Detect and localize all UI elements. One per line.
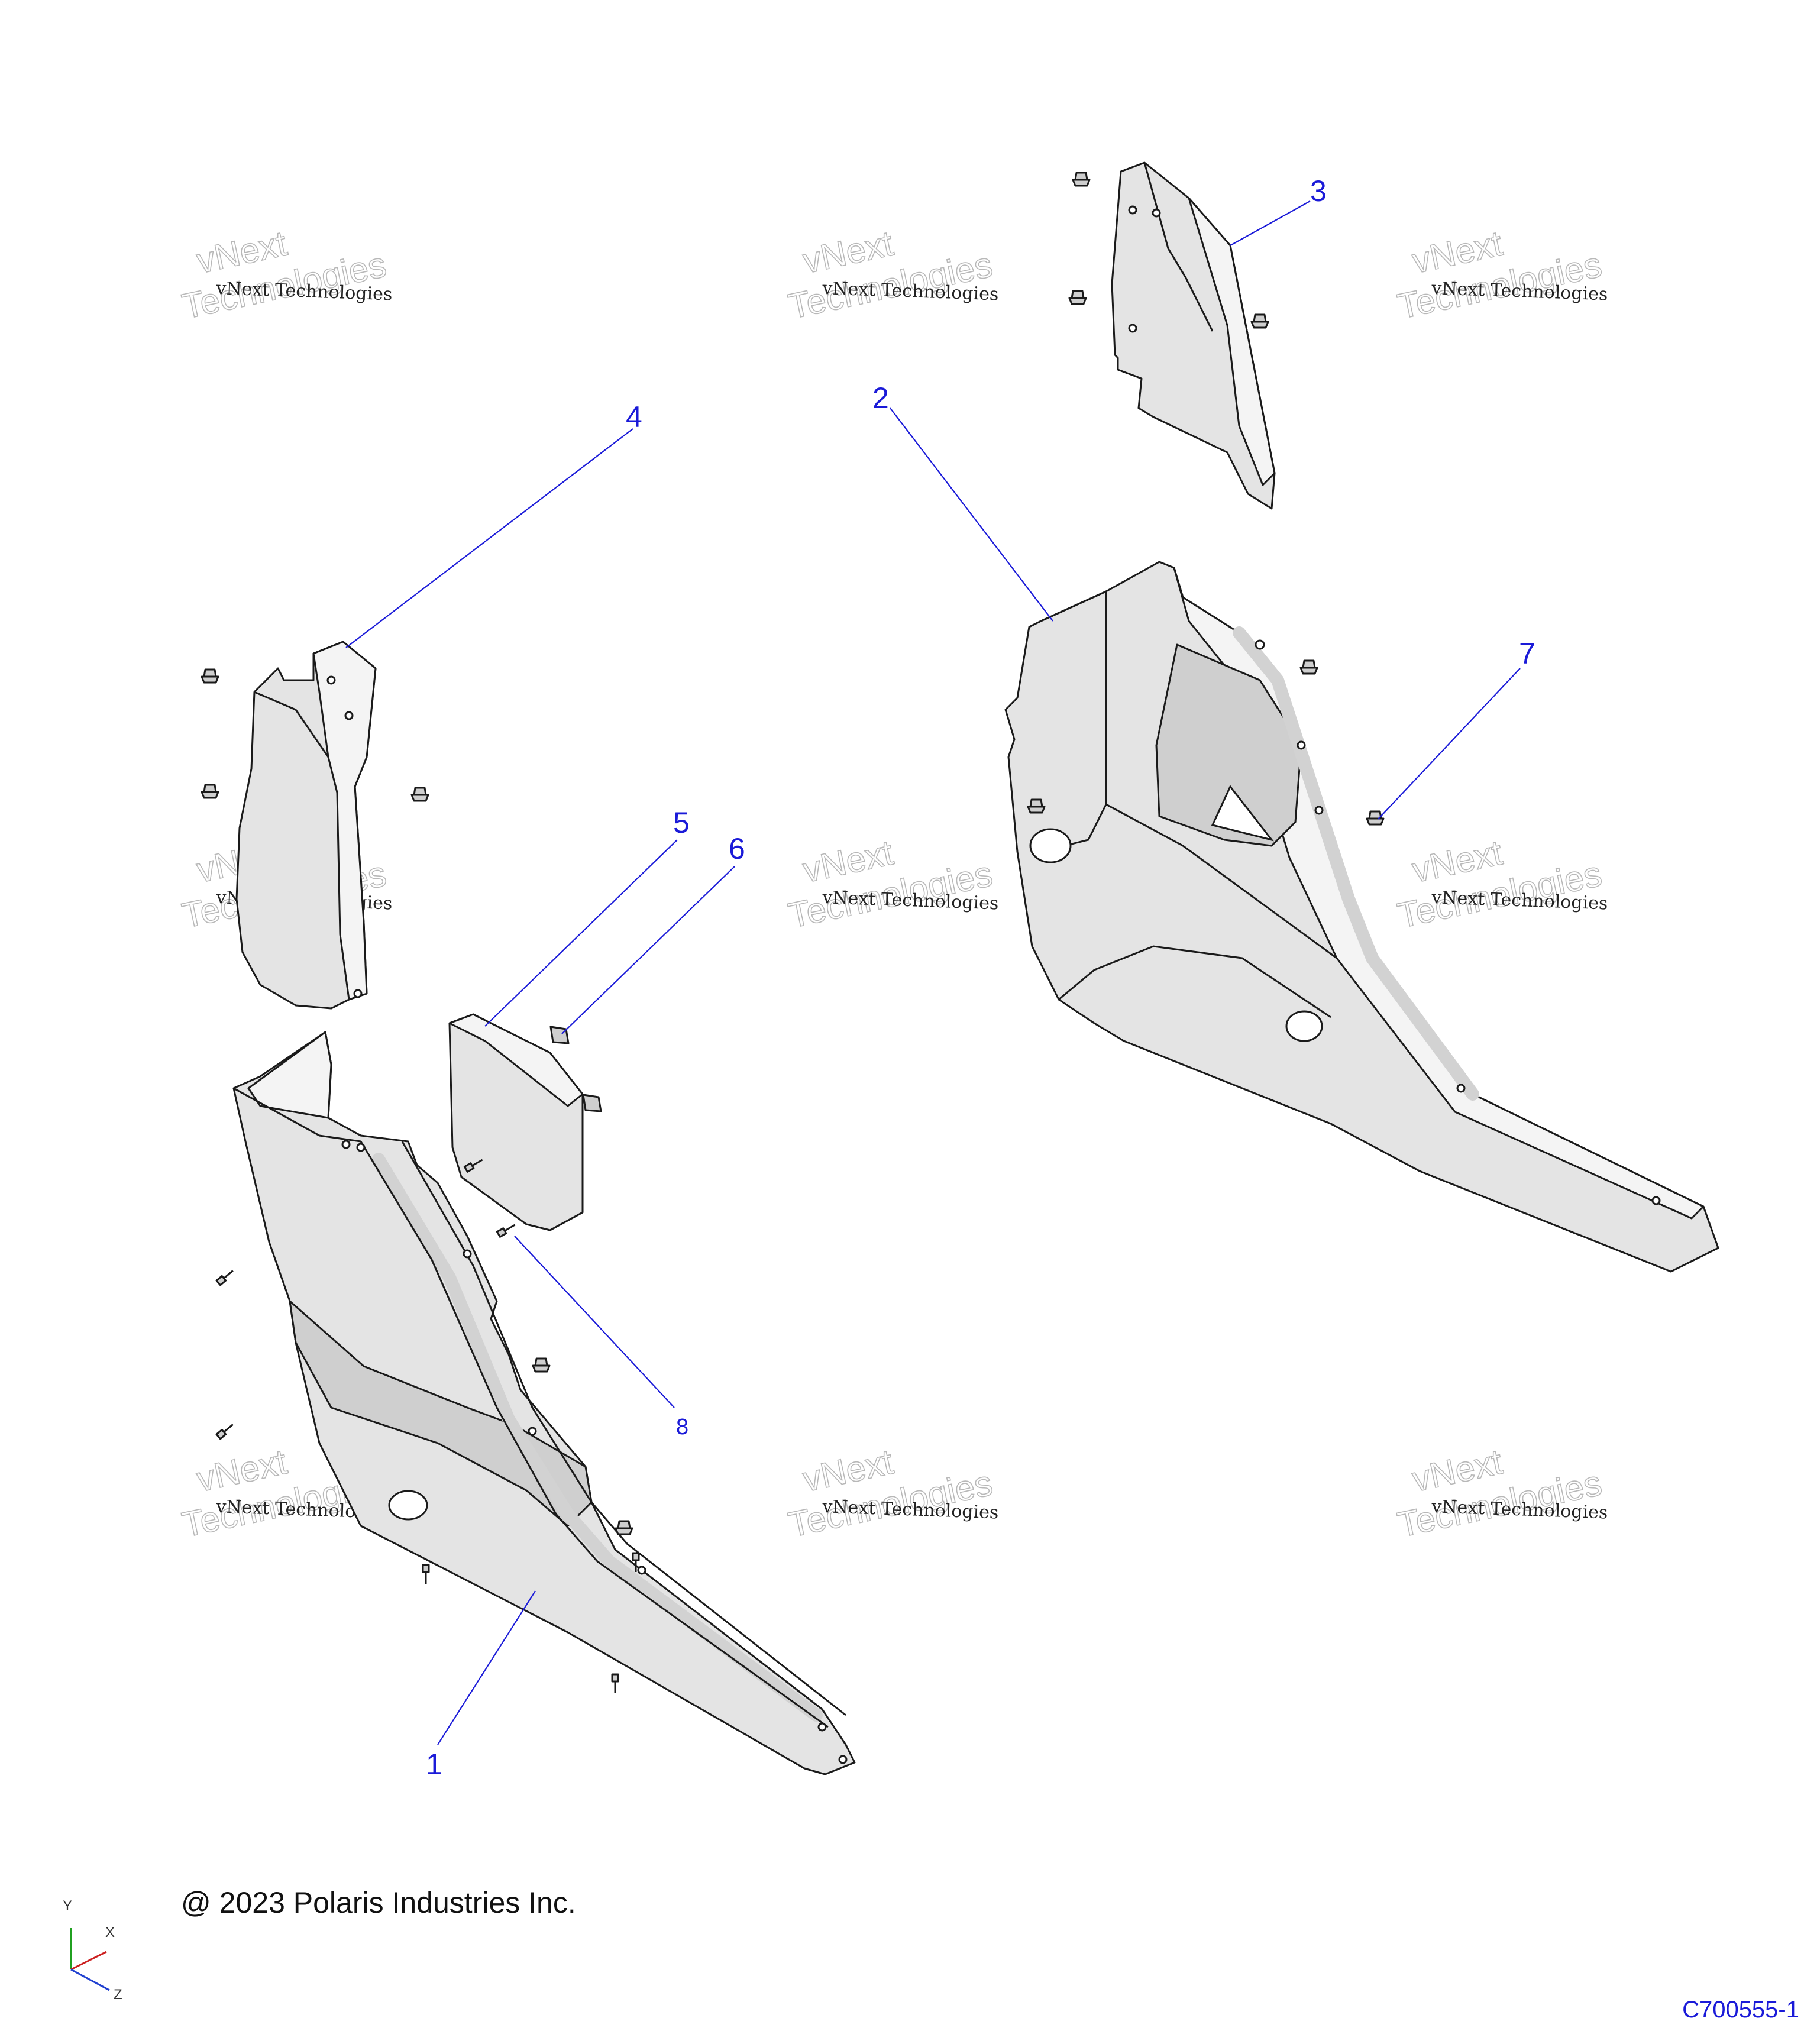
axis-x-label: X xyxy=(105,1925,115,1940)
clip-icon xyxy=(582,1094,602,1112)
push-rivet-icon xyxy=(615,1520,633,1535)
watermark-8: vNext Technologies vNext Technologies xyxy=(784,1441,999,1545)
part-2-side-panel-right xyxy=(1004,561,1719,1273)
screw-icon xyxy=(422,1564,430,1584)
axis-z-label: Z xyxy=(114,1987,122,2003)
part-6-clips xyxy=(549,1026,602,1112)
screw-icon xyxy=(632,1552,640,1572)
push-rivet-icon xyxy=(1299,659,1318,675)
watermark-6: vNext Technologies vNext Technologies xyxy=(1394,832,1608,936)
screw-icon xyxy=(611,1673,619,1693)
leader-4 xyxy=(345,428,633,648)
z-axis-line xyxy=(70,1968,110,1991)
callout-5: 5 xyxy=(673,806,690,839)
part-4-fasteners xyxy=(201,668,429,802)
leader-8 xyxy=(514,1236,675,1408)
leader-5 xyxy=(484,839,678,1027)
part-7-fastener-group xyxy=(1027,659,1385,826)
part-1-fasteners xyxy=(215,1159,640,1693)
copyright-notice: @ 2023 Polaris Industries Inc. xyxy=(181,1886,576,1919)
leader-6 xyxy=(561,866,735,1034)
screw-icon xyxy=(215,1270,234,1286)
leader-1 xyxy=(437,1590,536,1745)
watermark-3: vNext Technologies vNext Technologies xyxy=(1394,223,1608,327)
x-axis-line xyxy=(70,1951,107,1971)
callout-7: 7 xyxy=(1519,637,1535,670)
watermark-2: vNext Technologies vNext Technologies xyxy=(784,223,999,327)
push-rivet-icon xyxy=(1027,798,1046,814)
screw-icon xyxy=(215,1424,234,1440)
push-rivet-icon xyxy=(1366,810,1385,826)
watermark-1: vNext Technologies vNext Technologies xyxy=(178,223,393,327)
callout-labels: 1 2 3 4 5 6 7 8 xyxy=(426,174,1535,1781)
part-5-pad xyxy=(448,1013,584,1231)
push-rivet-icon xyxy=(201,784,219,799)
push-rivet-icon xyxy=(532,1357,551,1373)
axis-triad: Y X Z xyxy=(63,1898,122,2003)
push-rivet-icon xyxy=(410,787,429,802)
push-rivet-icon xyxy=(1072,172,1091,187)
screw-icon xyxy=(463,1159,483,1173)
part-3-fasteners xyxy=(1068,172,1269,329)
callout-6: 6 xyxy=(729,832,745,865)
push-rivet-icon xyxy=(1068,290,1087,305)
watermark-9: vNext Technologies vNext Technologies xyxy=(1394,1441,1608,1545)
clip-icon xyxy=(549,1026,570,1044)
drawing-code: C700555-1 xyxy=(1682,1997,1799,2023)
watermark-5: vNext Technologies vNext Technologies xyxy=(784,832,999,936)
part-1-side-panel-left xyxy=(232,1031,856,1775)
callout-8: 8 xyxy=(676,1415,688,1440)
leader-2 xyxy=(890,407,1053,622)
callout-1: 1 xyxy=(426,1748,442,1781)
axis-y-label: Y xyxy=(63,1898,72,1914)
leader-lines xyxy=(345,200,1521,1745)
callout-2: 2 xyxy=(872,381,889,415)
screw-icon xyxy=(496,1224,516,1238)
part-4-upper-panel-left xyxy=(235,641,377,1010)
push-rivet-icon xyxy=(1250,313,1269,329)
leader-7 xyxy=(1378,668,1521,820)
push-rivet-icon xyxy=(201,668,219,684)
callout-4: 4 xyxy=(626,400,642,434)
leader-3 xyxy=(1230,200,1311,246)
callout-3: 3 xyxy=(1310,174,1327,208)
part-3-upper-panel-right xyxy=(1111,161,1276,510)
